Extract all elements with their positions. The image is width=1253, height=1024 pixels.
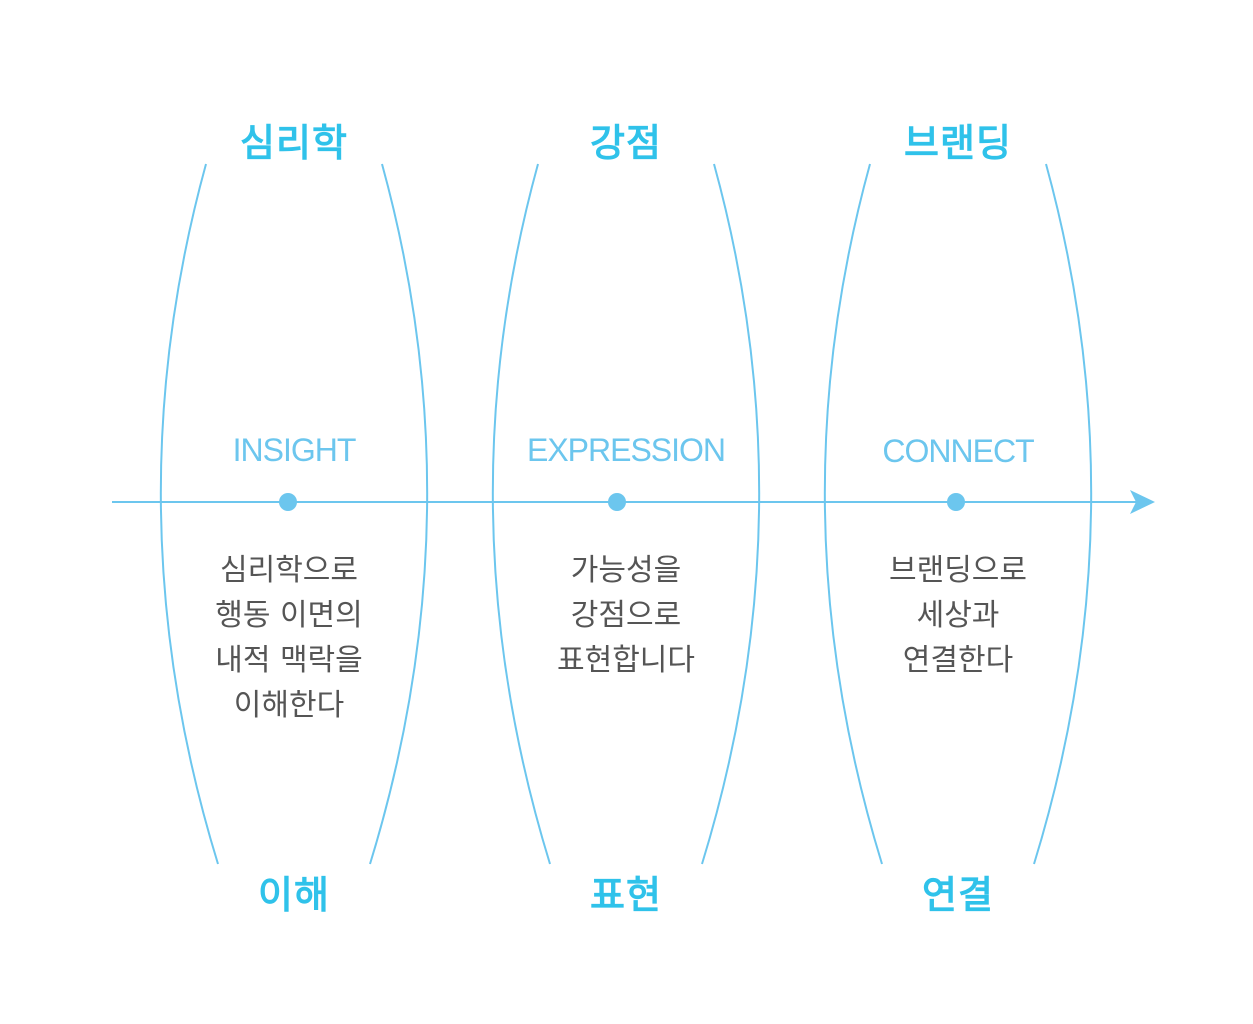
stage-2-top-title: 강점 <box>590 121 662 165</box>
lens-left-arc-1 <box>159 163 219 865</box>
stage-1-english-label: INSIGHT <box>232 432 357 468</box>
stage-dot-3 <box>947 493 965 511</box>
stage-3-bottom-title: 연결 <box>922 873 994 917</box>
stage-1-description: 심리학으로 행동 이면의 내적 맥락을 이해한다 <box>215 553 363 723</box>
stage-2-description: 가능성을 강점으로 표현합니다 <box>557 553 695 678</box>
lens-left-arc-3 <box>823 163 883 865</box>
stage-3-description: 브랜딩으로 세상과 연결한다 <box>889 553 1027 678</box>
lens-right-arc-2 <box>701 163 761 865</box>
lens-right-arc-1 <box>369 163 429 865</box>
lens-left-arc-2 <box>491 163 551 865</box>
stage-2-bottom-title: 표현 <box>590 873 662 917</box>
arrow-right-icon <box>1130 490 1155 514</box>
stage-3-top-title: 브랜딩 <box>904 121 1012 165</box>
stage-dot-2 <box>608 493 626 511</box>
stage-3-english-label: CONNECT <box>882 433 1034 469</box>
lens-right-arc-3 <box>1033 163 1093 865</box>
stage-2-english-label: EXPRESSION <box>526 432 726 468</box>
stage-1-top-title: 심리학 <box>240 121 348 165</box>
stage-dot-1 <box>279 493 297 511</box>
stage-1-bottom-title: 이해 <box>258 873 330 917</box>
